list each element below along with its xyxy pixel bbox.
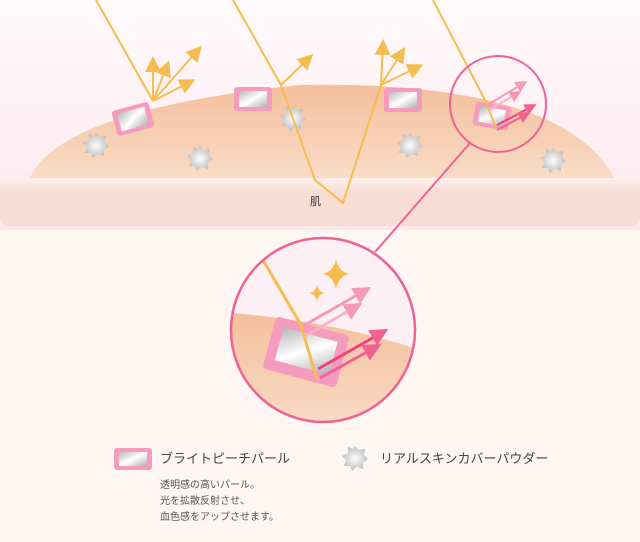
magnified-view (229, 236, 417, 424)
legend-pearl: ブライトピーチパール (148, 448, 290, 467)
description-line: 血色感をアップさせます。 (160, 512, 279, 523)
light-rays (95, 0, 497, 205)
skin-label: 肌 (310, 195, 321, 208)
zoom-indicator-circle (449, 55, 547, 153)
powder-legend-icon (342, 446, 368, 471)
description-line: 透明感の高いパール。 (160, 480, 260, 491)
description-line: 光を拡散反射させ、 (160, 496, 250, 507)
powder-legend-label: リアルスキンカバーパウダー (380, 452, 549, 467)
sparkle-icon (322, 258, 350, 290)
legend-powder: リアルスキンカバーパウダー (368, 448, 548, 467)
skin-base (0, 178, 640, 226)
pearl-legend-icon (114, 448, 152, 470)
pearl-description: 透明感の高いパール。 光を拡散反射させ、 血色感をアップさせます。 (160, 478, 279, 526)
zoom-connector-line (374, 142, 471, 253)
small-reflection-arrows (488, 80, 537, 131)
cosmetic-layer (30, 84, 615, 178)
pearl-legend-label: ブライトピーチパール (160, 452, 291, 467)
sparkle-icon (309, 284, 325, 302)
